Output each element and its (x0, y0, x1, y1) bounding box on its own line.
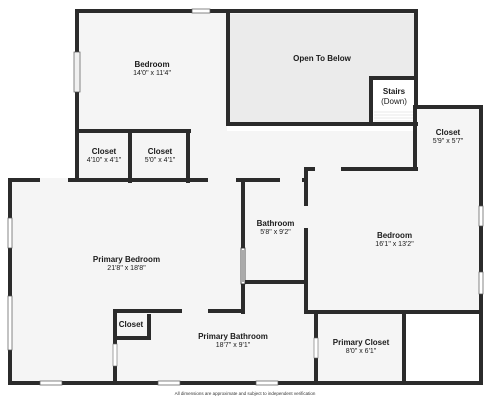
room-primary-bathroom: Primary Bathroom 18'7" x 9'1" (150, 332, 316, 351)
sliding-door-marks (240, 247, 246, 285)
room-dimensions: 21'8" x 18'8" (107, 265, 146, 272)
room-bathroom: Bathroom 5'8" x 9'2" (245, 219, 306, 238)
room-name: Closet (91, 147, 117, 156)
disclaimer-text: All dimensions are approximate and subje… (174, 391, 316, 396)
door-jamb (313, 337, 319, 359)
room-closet-right: Closet 5'9" x 5'7" (415, 128, 481, 147)
room-name: Primary Bathroom (198, 332, 268, 341)
room-bedroom-right: Bedroom 16'1" x 13'2" (308, 231, 481, 250)
room-closet-left: Closet 4'10" x 4'1" (79, 147, 129, 166)
room-name: Bedroom (134, 60, 170, 69)
room-name: Closet (147, 147, 173, 156)
walls (8, 9, 483, 385)
door-jamb (112, 343, 118, 367)
room-name: Primary Closet (332, 338, 390, 347)
stairs-area (372, 79, 415, 123)
room-dimensions: 5'0" x 4'1" (144, 157, 176, 164)
room-bedroom-top: Bedroom 14'0" x 11'4" (77, 60, 227, 79)
room-primary-bedroom: Primary Bedroom 21'8" x 18'8" (10, 255, 243, 274)
room-dimensions: 8'0" x 6'1" (345, 348, 377, 355)
room-name: Open To Below (293, 54, 351, 63)
room-dimensions: 16'1" x 13'2" (375, 241, 414, 248)
room-name: Bathroom (256, 219, 295, 228)
room-stairs: Stairs (Down) (373, 87, 415, 107)
room-closet-small: Closet (115, 320, 147, 330)
windows (7, 8, 484, 386)
room-closet-mid: Closet 5'0" x 4'1" (132, 147, 188, 166)
room-dimensions: 18'7" x 9'1" (215, 342, 251, 349)
room-primary-closet: Primary Closet 8'0" x 6'1" (318, 338, 404, 357)
room-dimensions: 5'8" x 9'2" (260, 229, 291, 236)
room-open-to-below: Open To Below (229, 54, 415, 64)
room-dimensions: 4'10" x 4'1" (86, 157, 122, 164)
room-name: Bedroom (376, 231, 413, 240)
room-dimensions: 5'9" x 5'7" (432, 138, 464, 145)
room-dimensions: 14'0" x 11'4" (133, 70, 171, 77)
room-name: Closet (118, 320, 144, 329)
stair-treads (374, 111, 413, 122)
room-name: Primary Bedroom (92, 255, 161, 264)
room-name: Closet (435, 128, 461, 137)
stairs-direction: (Down) (381, 97, 407, 106)
room-name: Stairs (382, 87, 406, 96)
